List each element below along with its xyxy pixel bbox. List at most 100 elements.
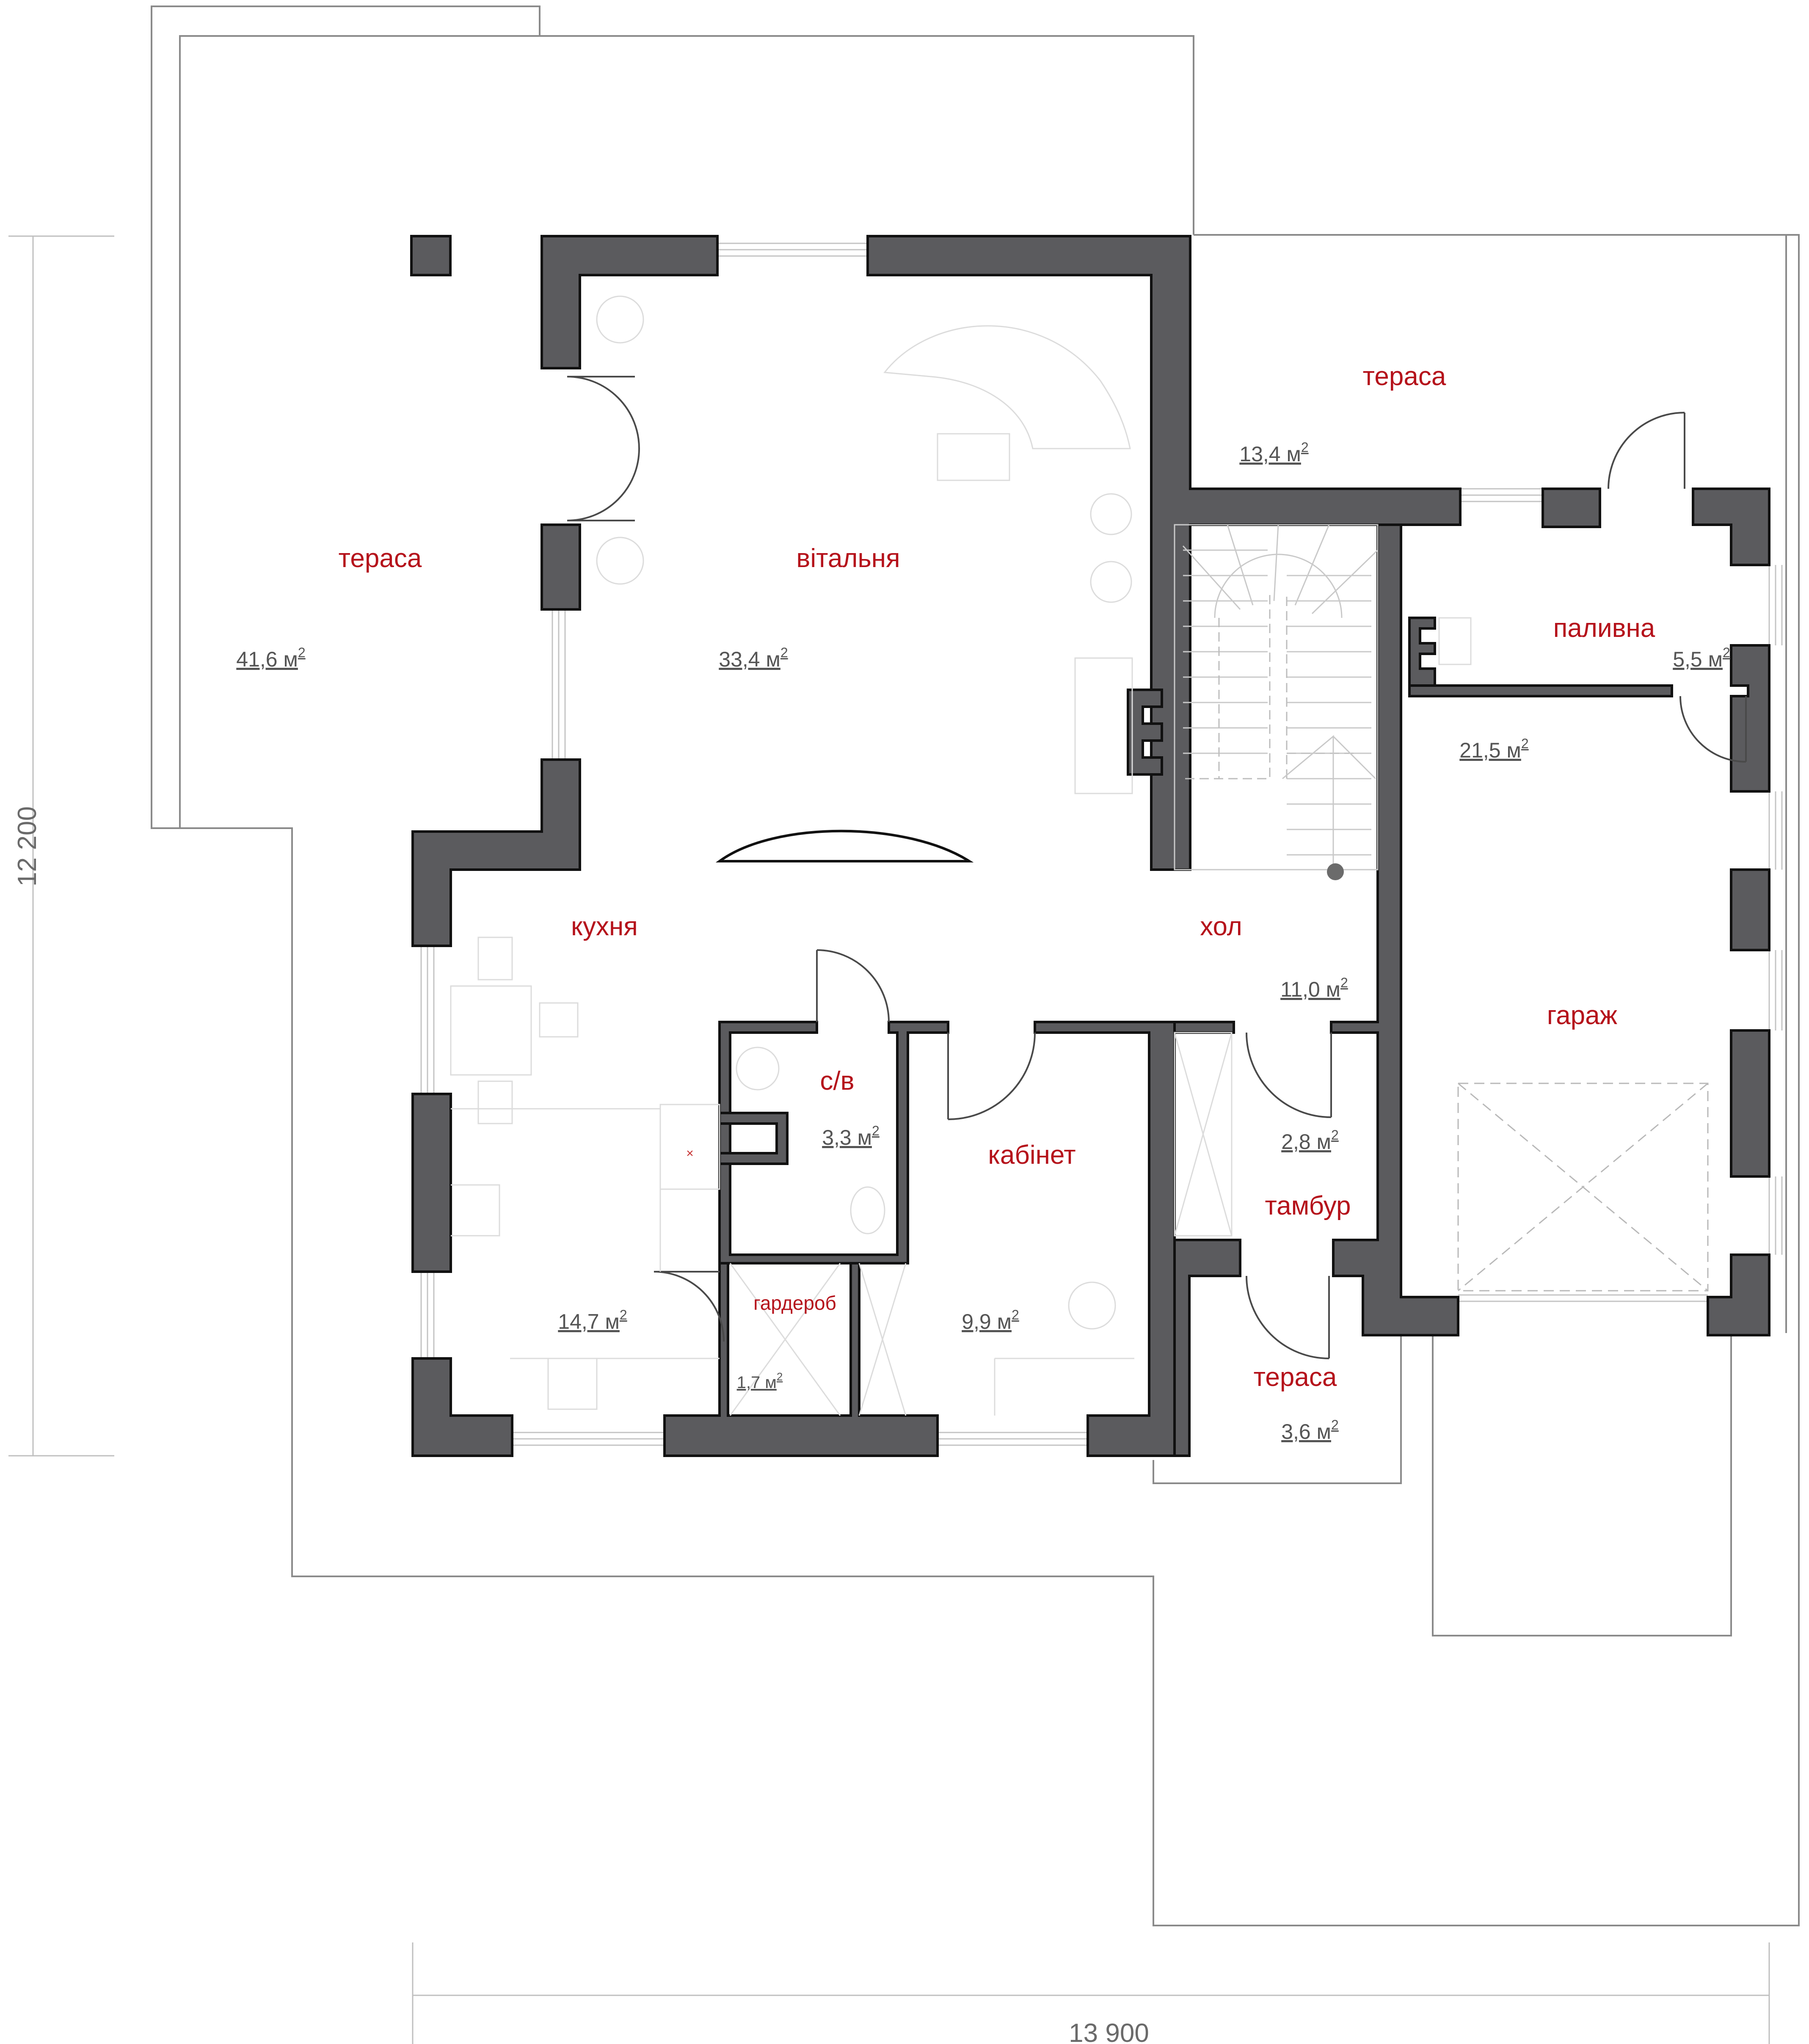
window-garage-east-3 (1768, 950, 1783, 1030)
furniture (450, 295, 1709, 1416)
closet-vestibule (1174, 1032, 1233, 1237)
window-garage-east-4 (1768, 1176, 1783, 1255)
height-dimension: 12 200 (13, 806, 42, 887)
stair-upper-flight (1185, 592, 1354, 780)
wall-vestibule-west (1173, 1021, 1235, 1034)
dining-table-arc (715, 829, 974, 862)
boiler-unit (1438, 617, 1472, 665)
window-garage-east-1 (1768, 565, 1783, 645)
wall-kitchen-sw (411, 1357, 513, 1457)
room-area-terrace-entry: 3,6 м2 (1281, 1417, 1339, 1443)
wall-garage-east-1 (1730, 644, 1770, 793)
room-name-bathroom: с/в (820, 1066, 854, 1096)
wall-kitchen-west (411, 1093, 452, 1273)
wall-boiler-ne (1692, 488, 1770, 566)
fireplace (1127, 689, 1163, 776)
room-area-terrace-north: 13,4 м2 (1239, 440, 1308, 466)
window-garage-east-2 (1768, 791, 1783, 870)
stair-treads-right (1287, 575, 1371, 856)
wash-basin (736, 1047, 780, 1091)
wall-vestibule-sw (1173, 1239, 1241, 1457)
door-wardrobe (654, 1271, 725, 1342)
north-terrace-outline (1194, 234, 1787, 1333)
stair-treads-left (1183, 549, 1268, 754)
dimension-lines: 12 200 13 900 (8, 235, 1770, 2044)
wall-boiler-partition (1408, 617, 1673, 697)
room-name-hall: хол (1200, 912, 1242, 941)
walls (410, 235, 1770, 1457)
kitchen-counter (451, 1108, 720, 1410)
car-outline (1457, 1083, 1709, 1292)
room-area-hall: 11,0 м2 (1280, 975, 1348, 1001)
office-chair (1068, 1281, 1116, 1330)
room-area-garage: 21,5 м2 (1459, 736, 1528, 762)
room-area-kitchen: 14,7 м2 (558, 1307, 627, 1333)
wall-office-north (1034, 1021, 1176, 1457)
sofa (883, 325, 1131, 449)
room-name-office: кабінет (988, 1140, 1075, 1170)
door-boiler-garage (1679, 696, 1747, 763)
wall-bathroom (718, 1021, 949, 1264)
room-area-boiler: 5,5 м2 (1673, 645, 1730, 671)
room-name-garage: гараж (1547, 1001, 1618, 1030)
window-kitchen-south (512, 1432, 665, 1446)
armchair-2 (1090, 561, 1132, 603)
door-entry (1246, 1275, 1330, 1359)
room-name-boiler: паливна (1553, 614, 1655, 643)
wall-living-nw (540, 235, 719, 369)
window-boiler-north (1460, 488, 1543, 502)
desk (994, 1358, 1134, 1416)
window-kitchen-west-1 (420, 946, 435, 1094)
wall-living-west-mid (540, 523, 581, 611)
door-vestibule (1246, 1032, 1332, 1118)
door-living-terrace (567, 376, 640, 521)
room-name-terrace-north: тераса (1363, 362, 1446, 391)
height-dimension-line (8, 235, 114, 1457)
toilet (850, 1186, 885, 1234)
garage-canopy-outline (1432, 1333, 1732, 1636)
closet-diagonals (1174, 1032, 1233, 1236)
staircase (1174, 524, 1379, 880)
wall-garage-east-2 (1730, 868, 1770, 951)
room-area-vestibule: 2,8 м2 (1281, 1127, 1339, 1154)
wall-garage-east-3 (1730, 1029, 1770, 1178)
wardrobe-shelves (729, 1263, 907, 1416)
room-area-terrace-west: 41,6 м2 (236, 645, 305, 671)
room-labels: тераса 41,6 м2 вітальня 33,4 м2 тераса 1… (236, 362, 1730, 1443)
room-name-vestibule: тамбур (1265, 1191, 1351, 1220)
garage-gate (1458, 1294, 1708, 1302)
room-name-kitchen: кухня (571, 912, 638, 941)
stair-winders (1182, 524, 1379, 618)
plant-2 (596, 537, 644, 585)
west-terrace-roof-outline (151, 6, 540, 829)
wall-garage-west (1330, 523, 1459, 1336)
width-dimension-line (412, 1942, 1770, 2044)
stair-direction (1282, 735, 1376, 870)
kitchen-sink-mark: × (686, 1146, 694, 1160)
roof-outlines (151, 6, 1800, 1926)
window-office-south (938, 1432, 1088, 1446)
wall-garage-se (1707, 1253, 1770, 1336)
door-boiler-outside (1608, 412, 1685, 489)
wall-boiler-north (1542, 488, 1601, 528)
kitchen-chair-3 (477, 1080, 513, 1124)
coffee-table (937, 433, 1010, 481)
armchair-1 (1090, 493, 1132, 535)
window-kitchen-west-2 (420, 1272, 435, 1358)
room-area-wardrobe: 1,7 м2 (737, 1370, 783, 1392)
doors (567, 376, 1747, 1359)
width-dimension: 13 900 (1069, 2019, 1149, 2044)
plant-1 (596, 295, 644, 344)
kitchen-table (450, 985, 532, 1076)
room-name-terrace-west: тераса (339, 544, 422, 573)
main-roof-outline (180, 35, 1800, 1926)
room-name-wardrobe: гардероб (753, 1292, 836, 1314)
windows (420, 242, 1783, 1446)
room-area-bathroom: 3,3 м2 (822, 1123, 880, 1149)
kitchen-sink (659, 1104, 720, 1190)
window-living-west (552, 609, 566, 760)
fireplace-hearth (1074, 657, 1133, 794)
stair-well (1174, 524, 1379, 870)
room-name-terrace-entry: тераса (1254, 1363, 1337, 1392)
